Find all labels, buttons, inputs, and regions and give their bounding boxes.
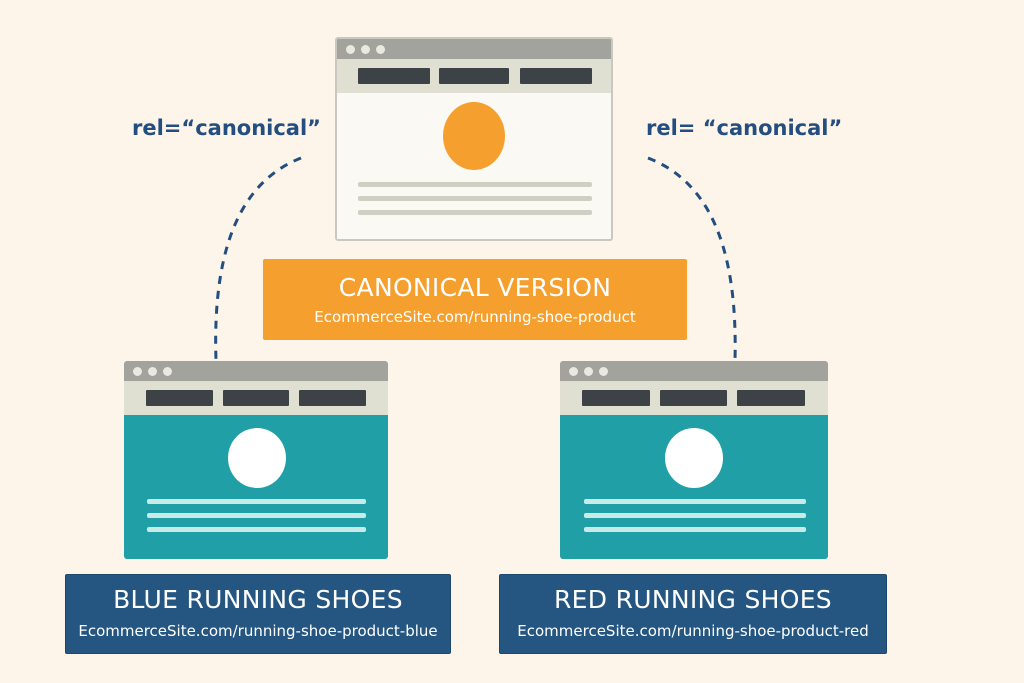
text-placeholder-line bbox=[147, 527, 366, 532]
window-dot-icon bbox=[133, 367, 142, 376]
nav-placeholder-bar bbox=[358, 68, 430, 84]
window-dot-icon bbox=[584, 367, 593, 376]
red-variant-window bbox=[560, 361, 828, 559]
blue-variant-label: BLUE RUNNING SHOES EcommerceSite.com/run… bbox=[65, 574, 451, 654]
product-image-icon bbox=[443, 102, 505, 170]
nav-placeholder-bar bbox=[660, 390, 727, 406]
window-titlebar bbox=[560, 361, 828, 381]
window-titlebar bbox=[337, 39, 611, 59]
text-placeholder-line bbox=[358, 210, 592, 215]
window-body bbox=[560, 415, 828, 559]
rel-canonical-label-left: rel=“canonical” bbox=[132, 116, 321, 140]
window-navbar bbox=[560, 381, 828, 415]
window-navbar bbox=[124, 381, 388, 415]
text-placeholder-line bbox=[147, 513, 366, 518]
product-image-icon bbox=[228, 428, 286, 488]
right-dashed-connector bbox=[647, 156, 737, 361]
window-dot-icon bbox=[361, 45, 370, 54]
window-titlebar bbox=[124, 361, 388, 381]
nav-placeholder-bar bbox=[520, 68, 592, 84]
red-variant-label: RED RUNNING SHOES EcommerceSite.com/runn… bbox=[499, 574, 887, 654]
red-variant-title: RED RUNNING SHOES bbox=[554, 585, 832, 614]
text-placeholder-line bbox=[358, 196, 592, 201]
text-placeholder-line bbox=[584, 499, 806, 504]
blue-variant-window bbox=[124, 361, 388, 559]
window-navbar bbox=[337, 59, 611, 93]
window-dot-icon bbox=[163, 367, 172, 376]
nav-placeholder-bar bbox=[146, 390, 213, 406]
nav-placeholder-bar bbox=[737, 390, 805, 406]
blue-variant-url: EcommerceSite.com/running-shoe-product-b… bbox=[78, 622, 438, 640]
window-dot-icon bbox=[148, 367, 157, 376]
left-dashed-connector bbox=[214, 156, 302, 361]
window-dot-icon bbox=[346, 45, 355, 54]
canonical-page-window bbox=[335, 37, 613, 241]
canonical-version-label: CANONICAL VERSION EcommerceSite.com/runn… bbox=[263, 259, 687, 340]
rel-canonical-label-right: rel= “canonical” bbox=[646, 116, 843, 140]
text-placeholder-line bbox=[147, 499, 366, 504]
canonical-url: EcommerceSite.com/running-shoe-product bbox=[314, 308, 636, 326]
text-placeholder-line bbox=[584, 513, 806, 518]
nav-placeholder-bar bbox=[299, 390, 366, 406]
text-placeholder-line bbox=[584, 527, 806, 532]
window-body bbox=[124, 415, 388, 559]
window-body bbox=[337, 93, 611, 239]
canonical-title: CANONICAL VERSION bbox=[338, 273, 612, 302]
window-dot-icon bbox=[376, 45, 385, 54]
text-placeholder-line bbox=[358, 182, 592, 187]
nav-placeholder-bar bbox=[439, 68, 509, 84]
product-image-icon bbox=[665, 428, 723, 488]
window-dot-icon bbox=[569, 367, 578, 376]
nav-placeholder-bar bbox=[582, 390, 650, 406]
blue-variant-title: BLUE RUNNING SHOES bbox=[113, 585, 403, 614]
window-dot-icon bbox=[599, 367, 608, 376]
nav-placeholder-bar bbox=[223, 390, 289, 406]
red-variant-url: EcommerceSite.com/running-shoe-product-r… bbox=[517, 622, 869, 640]
